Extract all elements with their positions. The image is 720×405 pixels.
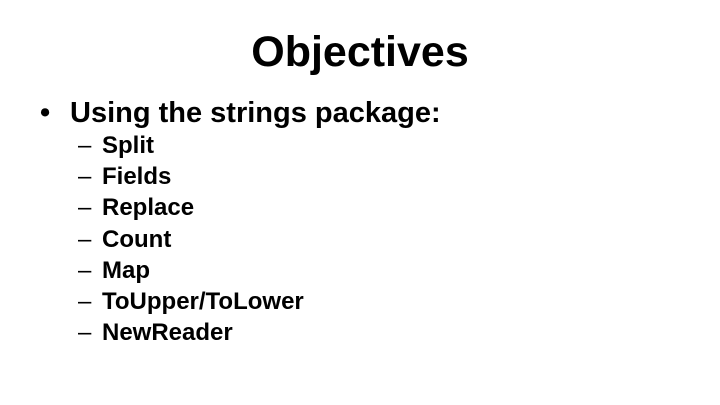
- bullet-marker: •: [40, 96, 51, 129]
- sub-bullet-text: Map: [102, 256, 150, 284]
- bullet-text: Using the strings package:: [70, 96, 441, 129]
- sub-bullet-text: Count: [102, 225, 172, 253]
- bullet-item: • Using the strings package:: [40, 95, 441, 131]
- dash-marker: –: [78, 131, 92, 159]
- dash-marker: –: [78, 288, 92, 316]
- sub-bullet-item-replace: – Replace: [78, 193, 304, 224]
- sub-bullet-list: – Split – Fields – Replace – Count – Map…: [78, 130, 304, 349]
- sub-bullet-item-newreader: – NewReader: [78, 318, 304, 349]
- sub-bullet-item-map: – Map: [78, 255, 304, 286]
- sub-bullet-item-split: – Split: [78, 130, 304, 161]
- sub-bullet-text: Fields: [102, 162, 172, 190]
- sub-bullet-text: ToUpper/ToLower: [102, 288, 304, 316]
- dash-marker: –: [78, 225, 92, 253]
- dash-marker: –: [78, 194, 92, 222]
- sub-bullet-item-count: – Count: [78, 224, 304, 255]
- sub-bullet-text: NewReader: [102, 319, 233, 347]
- dash-marker: –: [78, 162, 92, 190]
- sub-bullet-item-toupper-tolower: – ToUpper/ToLower: [78, 286, 304, 317]
- sub-bullet-text: Replace: [102, 194, 195, 222]
- dash-marker: –: [78, 319, 92, 347]
- dash-marker: –: [78, 256, 92, 284]
- sub-bullet-text: Split: [102, 131, 154, 159]
- sub-bullet-item-fields: – Fields: [78, 161, 304, 192]
- slide-title: Objectives: [251, 28, 469, 76]
